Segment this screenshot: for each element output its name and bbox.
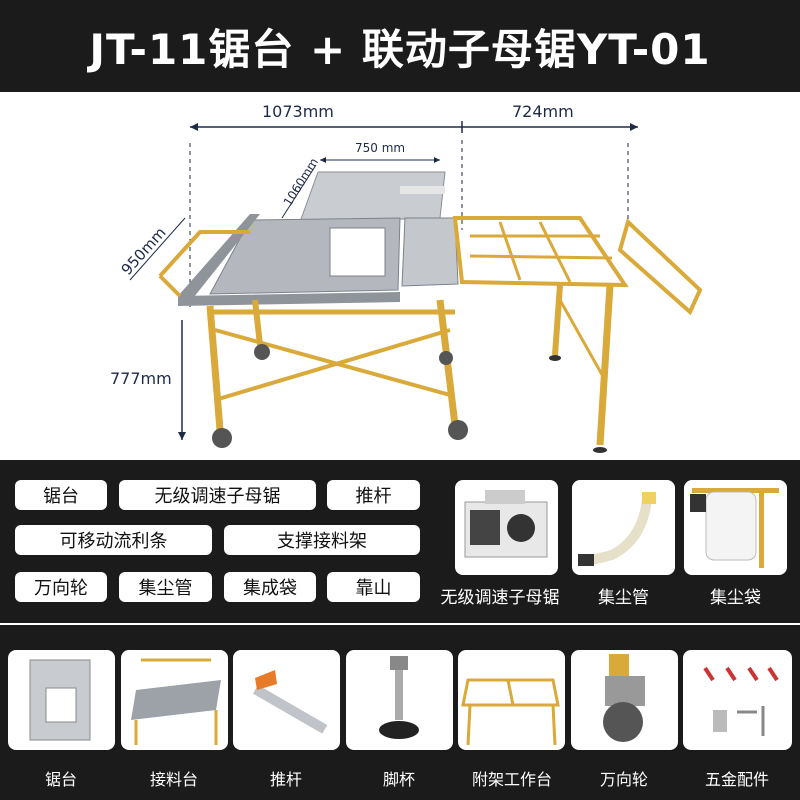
section-divider (0, 620, 800, 628)
feature-tag: 集尘管 (119, 572, 212, 602)
dim-width-left: 1073mm (262, 102, 334, 121)
accessory-caption: 推杆 (269, 770, 302, 789)
feature-tag: 可移动流利条 (15, 525, 212, 555)
accessory-caption: 万向轮 (599, 770, 648, 789)
feature-tag: 推杆 (327, 480, 420, 510)
dim-depth-top: 750 mm (355, 141, 405, 155)
accessories-section: 锯台 接料台 推杆 脚杯 附架工作台 万向轮 五金配件 (0, 628, 800, 800)
saw-table-part-image (8, 650, 115, 750)
auxiliary-table-image (458, 650, 565, 750)
accessory-caption: 脚杯 (382, 770, 415, 789)
features-section: 锯台 无级调速子母锯 推杆 可移动流利条 支撑接料架 万向轮 集尘管 集成袋 靠… (0, 460, 800, 620)
caster-wheel-image (571, 650, 678, 750)
feature-tag: 集成袋 (224, 572, 316, 602)
dust-pipe-image (572, 480, 675, 575)
dim-width-right: 724mm (512, 102, 574, 121)
accessory-caption: 五金配件 (704, 770, 769, 789)
saw-unit-image (455, 480, 558, 575)
accessory-caption: 集尘管 (598, 588, 649, 608)
page-title: JT-11锯台 + 联动子母锯YT-01 (89, 24, 711, 74)
dim-height: 777mm (110, 369, 172, 388)
hardware-image (683, 650, 792, 750)
product-hero: 1073mm 724mm 750 mm 1060mm 950mm 777mm (0, 92, 800, 460)
foot-cup-image (346, 650, 453, 750)
feature-tag: 靠山 (327, 572, 420, 602)
feature-tag: 锯台 (15, 480, 107, 510)
dim-depth-left: 950mm (118, 224, 170, 279)
accessory-caption: 附架工作台 (471, 770, 552, 789)
accessory-caption: 无级调速子母锯 (440, 588, 560, 608)
push-rod-image (233, 650, 340, 750)
dust-bag-image (684, 480, 787, 575)
feature-tag: 万向轮 (15, 572, 107, 602)
page-header: JT-11锯台 + 联动子母锯YT-01 (0, 0, 800, 92)
feature-tag: 支撑接料架 (224, 525, 420, 555)
accessory-caption: 集尘袋 (710, 588, 761, 608)
accessory-caption: 锯台 (44, 770, 77, 789)
extension-table-image (121, 650, 228, 750)
feature-tag: 无级调速子母锯 (119, 480, 316, 510)
accessory-caption: 接料台 (149, 770, 198, 789)
saw-table-illustration: 1073mm 724mm 750 mm 1060mm 950mm 777mm (110, 102, 703, 453)
